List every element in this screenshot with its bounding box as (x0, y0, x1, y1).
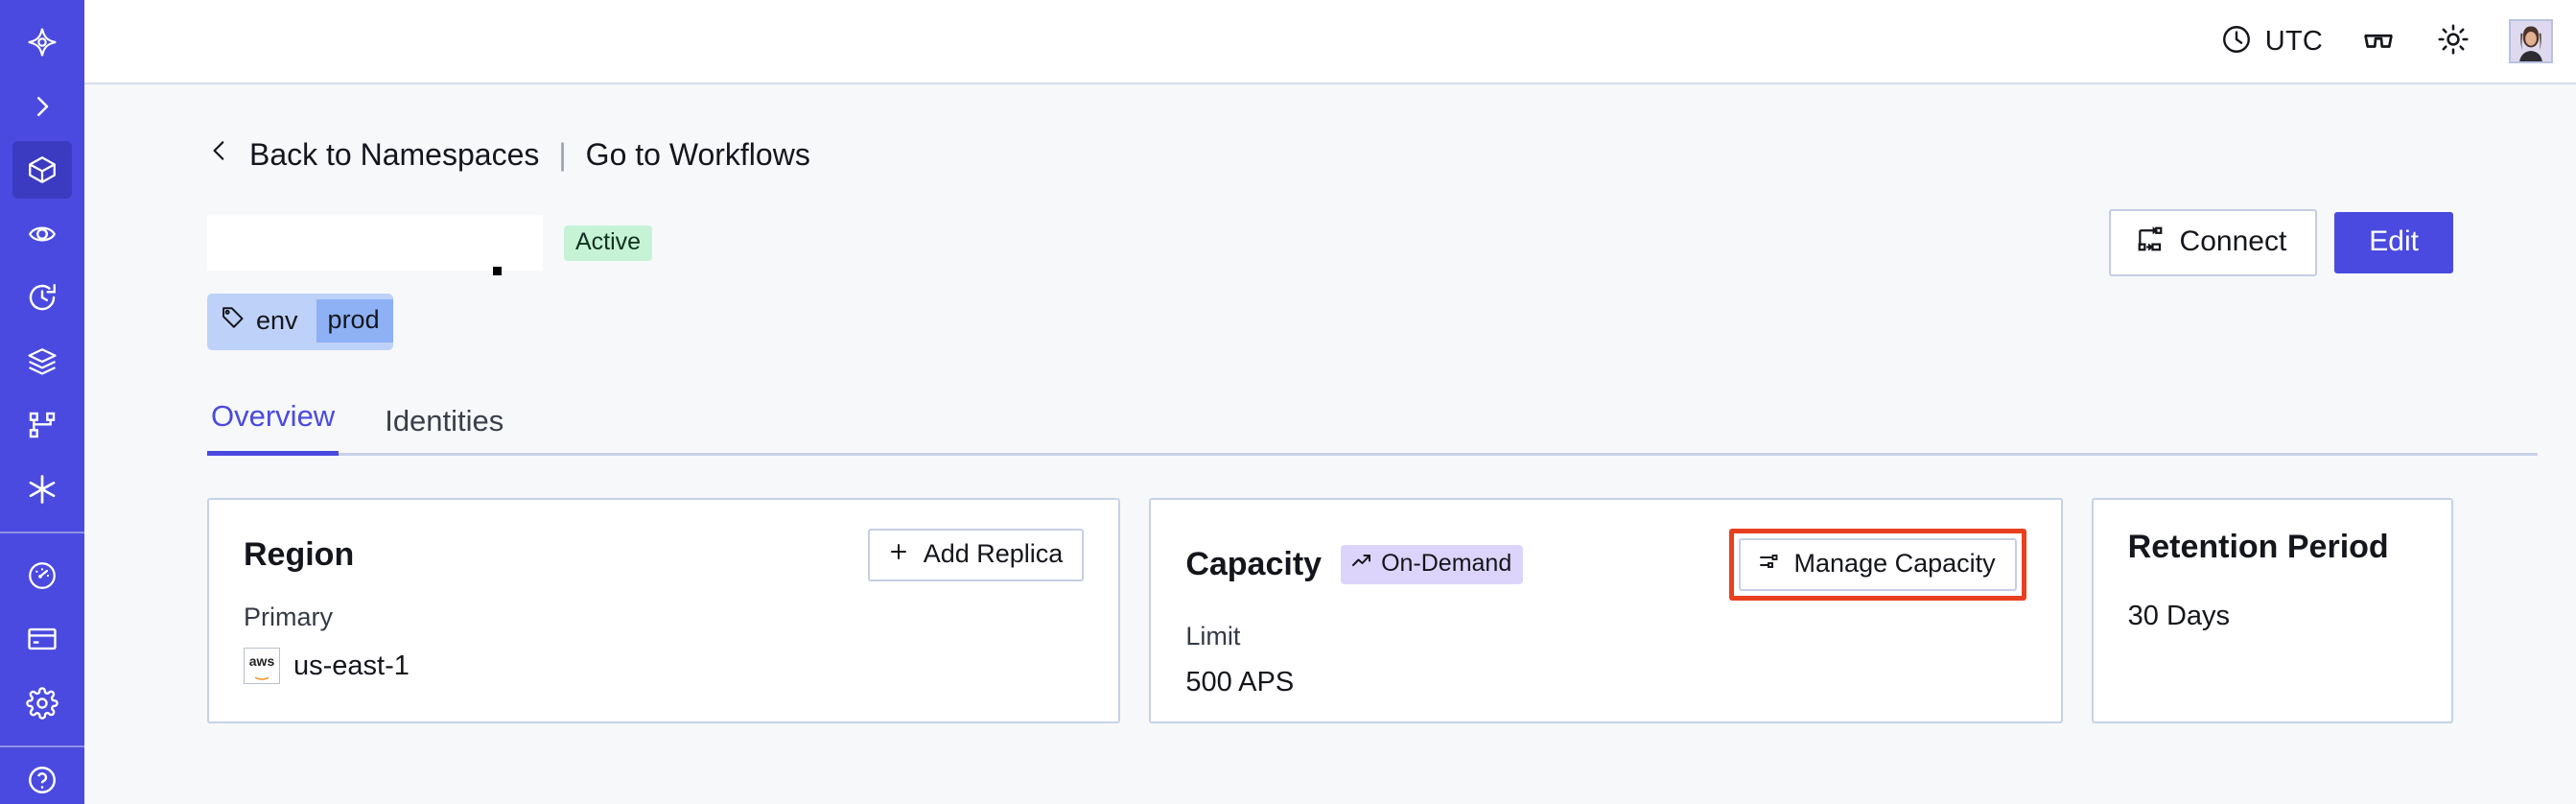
retention-card: Retention Period 30 Days (2091, 498, 2454, 723)
capacity-card-title: Capacity (1185, 546, 1323, 582)
overview-cards: Region Add Replica Primary aws (207, 498, 2454, 723)
help-circle-icon (26, 764, 59, 796)
content-inner: Back to Namespaces | Go to Workflows Act… (84, 84, 2576, 723)
gear-icon (26, 687, 59, 720)
content-area: Back to Namespaces | Go to Workflows Act… (84, 84, 2576, 804)
schedules-icon (26, 281, 59, 314)
tab-overview[interactable]: Overview (207, 399, 340, 456)
retention-card-header: Retention Period (2128, 529, 2417, 566)
aws-icon: aws ‿ (244, 648, 280, 684)
capacity-card-header: Capacity On-Demand (1185, 529, 2026, 601)
on-demand-label: On-Demand (1381, 550, 1512, 577)
timezone-label: UTC (2264, 25, 2323, 57)
credit-card-icon (26, 623, 59, 655)
sidebar-item-batch-operations[interactable] (12, 332, 72, 390)
asterisk-icon (25, 472, 59, 507)
plus-icon (887, 540, 910, 568)
add-replica-label: Add Replica (923, 539, 1064, 568)
sidebar-item-nexus[interactable] (12, 396, 72, 454)
edit-button[interactable]: Edit (2334, 212, 2453, 273)
trending-up-icon (1350, 550, 1373, 578)
theme-toggle-button[interactable] (2434, 22, 2472, 60)
region-primary-value-row: aws ‿ us-east-1 (244, 648, 1084, 684)
status-badge: Active (564, 225, 653, 261)
namespaces-icon (26, 154, 59, 186)
breadcrumb: Back to Namespaces | Go to Workflows (207, 134, 810, 175)
sidebar-item-help[interactable] (12, 761, 72, 798)
sidebar-item-worker-deployments[interactable] (12, 460, 72, 517)
main-sidebar (0, 0, 84, 804)
capacity-limit-label: Limit (1185, 622, 1241, 650)
chevron-right-icon (28, 92, 57, 121)
tag-icon (221, 305, 246, 337)
top-bar-actions: UTC (2220, 19, 2553, 63)
region-primary-label: Primary (244, 603, 333, 631)
retention-card-title: Retention Period (2127, 529, 2389, 565)
namespace-title-dot (493, 267, 502, 275)
capacity-limit-value: 500 APS (1185, 667, 1295, 698)
docs-button[interactable] (2359, 22, 2398, 60)
batch-operations-icon (26, 345, 59, 378)
sidebar-item-namespaces[interactable] (12, 140, 72, 200)
sidebar-item-settings[interactable] (12, 674, 72, 732)
sidebar-item-usage[interactable] (12, 547, 72, 604)
aws-text: aws (248, 652, 275, 669)
glasses-icon (2361, 22, 2396, 61)
sidebar-item-billing[interactable] (12, 610, 72, 668)
tab-bar: Overview Identities (207, 396, 2538, 456)
sidebar-item-workflows[interactable] (12, 204, 72, 262)
breadcrumb-workflows-link[interactable]: Go to Workflows (585, 136, 810, 172)
manage-capacity-button[interactable]: Manage Capacity (1738, 538, 2017, 591)
tag-key: env (256, 306, 298, 335)
region-card-title: Region (244, 536, 355, 573)
sidebar-item-expand[interactable] (12, 77, 72, 134)
region-value: us-east-1 (293, 650, 410, 681)
tag-chip[interactable]: env prod (207, 294, 393, 350)
sidebar-item-logo[interactable] (12, 13, 72, 71)
timezone-selector[interactable]: UTC (2220, 23, 2323, 60)
region-card: Region Add Replica Primary aws (207, 498, 1121, 723)
tab-identities[interactable]: Identities (385, 404, 504, 437)
tag-value: prod (316, 299, 393, 343)
main-column: UTC (84, 0, 2576, 804)
connect-flow-icon (2136, 225, 2165, 259)
top-bar: UTC (84, 0, 2576, 84)
sliders-icon (1758, 550, 1781, 578)
workflows-icon (26, 218, 59, 250)
usage-gauge-icon (26, 559, 59, 592)
user-avatar[interactable] (2509, 19, 2553, 63)
manage-capacity-label: Manage Capacity (1793, 549, 1996, 578)
region-card-header: Region Add Replica (244, 529, 1085, 581)
nexus-icon (27, 410, 58, 440)
clock-icon (2220, 23, 2253, 60)
sidebar-divider-1 (0, 531, 84, 533)
aws-smile: ‿ (255, 663, 269, 680)
sidebar-divider-2 (0, 745, 84, 748)
on-demand-badge: On-Demand (1341, 545, 1524, 584)
breadcrumb-back-link[interactable]: Back to Namespaces (249, 136, 540, 172)
edit-button-label: Edit (2369, 225, 2419, 257)
add-replica-button[interactable]: Add Replica (867, 529, 1085, 581)
breadcrumb-separator: | (558, 136, 567, 172)
retention-value: 30 Days (2127, 601, 2231, 631)
connect-button[interactable]: Connect (2108, 209, 2318, 276)
namespace-tags: env prod (207, 294, 2453, 350)
logo-icon (26, 26, 59, 59)
sun-icon (2436, 22, 2471, 61)
namespace-title-redacted (207, 215, 543, 271)
capacity-card: Capacity On-Demand (1149, 498, 2063, 723)
connect-button-label: Connect (2179, 225, 2287, 257)
header-actions: Connect Edit (2108, 209, 2453, 276)
manage-capacity-highlight: Manage Capacity (1728, 529, 2026, 601)
sidebar-item-schedules[interactable] (12, 269, 72, 326)
namespace-header: Active Connect (207, 209, 2453, 276)
chevron-left-icon[interactable] (207, 134, 232, 175)
